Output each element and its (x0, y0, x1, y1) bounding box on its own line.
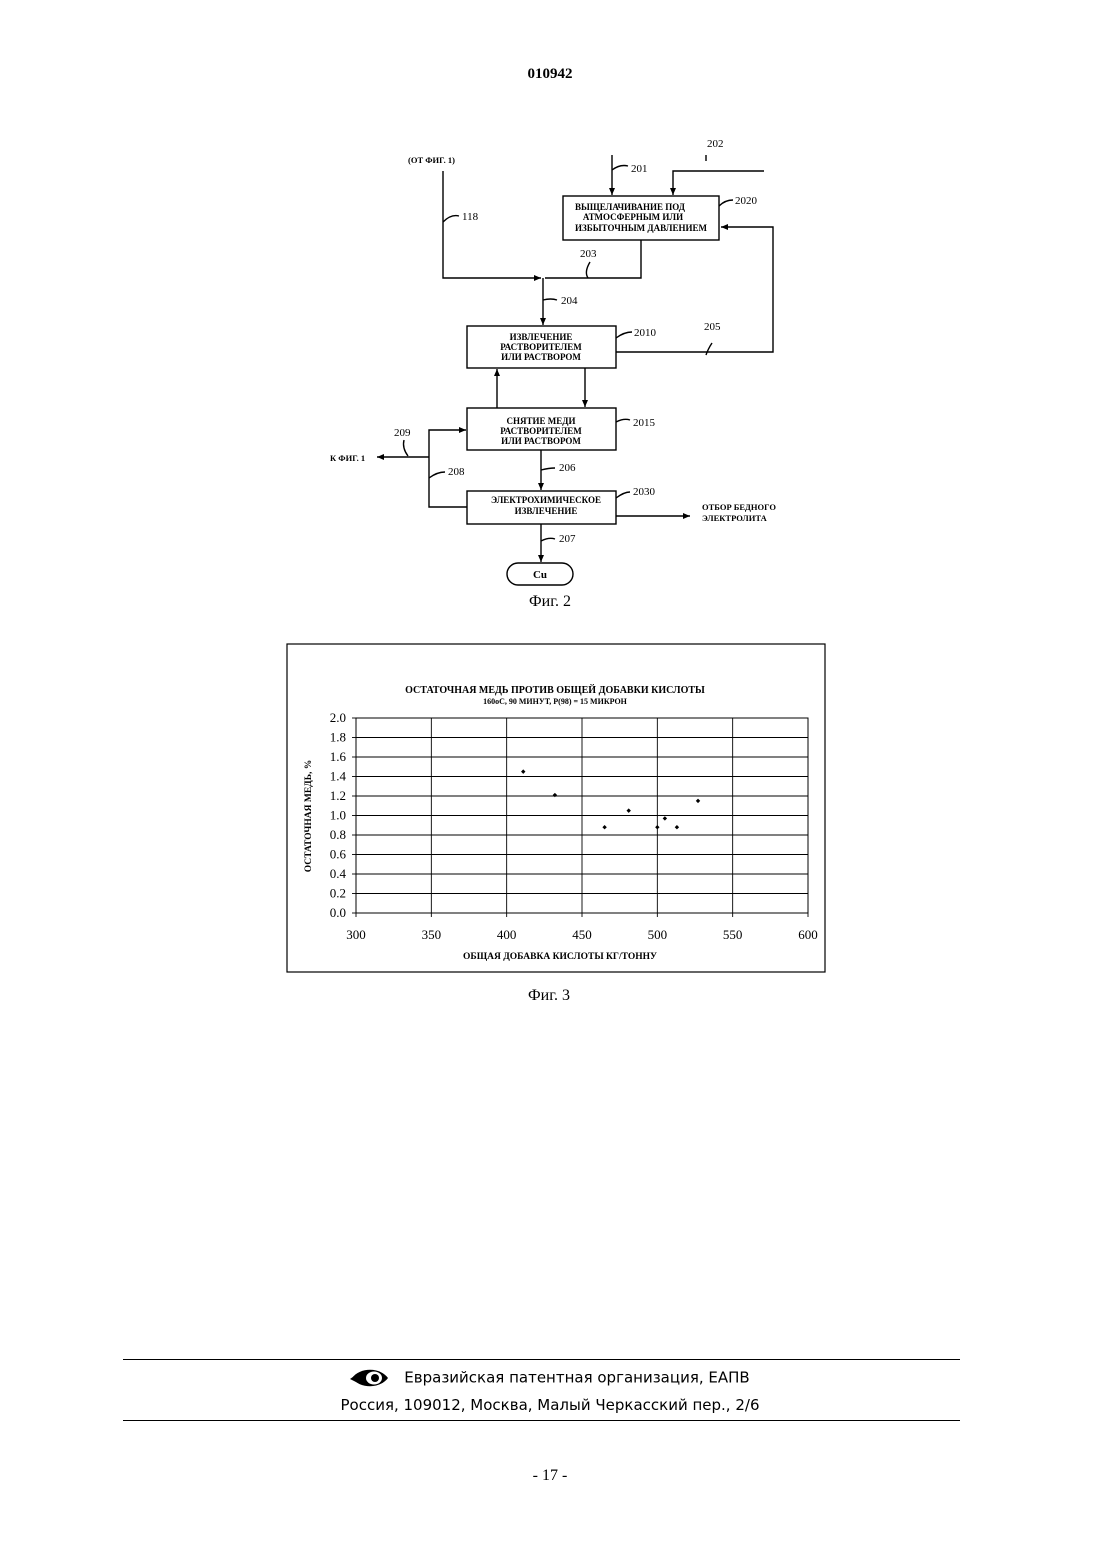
leader-204 (543, 299, 557, 300)
leader-205 (706, 343, 712, 355)
chart-subtitle: 160оС, 90 МИНУТ, P(98) = 15 МИКРОН (483, 697, 628, 706)
leach-box-line-2: АТМОСФЕРНЫМ ИЛИ (583, 212, 683, 222)
data-point (521, 769, 525, 773)
cu-product-label: Cu (533, 569, 547, 581)
electrowinning-box-line-1: ЭЛЕКТРОХИМИЧЕСКОЕ (491, 495, 601, 505)
data-point (655, 825, 659, 829)
lean-electrolyte-label-2: ЭЛЕКТРОЛИТА (702, 513, 768, 523)
ref-2030: 2030 (633, 486, 656, 498)
ref-2020: 2020 (735, 195, 758, 207)
stripping-box-line-3: ИЛИ РАСТВОРОМ (501, 436, 581, 446)
y-tick-label: 0.2 (330, 886, 346, 901)
x-tick-label: 450 (572, 927, 592, 942)
figure-3-caption: Фиг. 3 (489, 987, 609, 1005)
y-tick-label: 1.0 (330, 808, 346, 823)
y-tick-label: 0.8 (330, 827, 346, 842)
ref-202: 202 (707, 138, 724, 150)
from-fig1-label: (ОТ ФИГ. 1) (408, 155, 455, 165)
leader-209 (404, 440, 409, 456)
x-tick-label: 400 (497, 927, 517, 942)
leader-2020 (719, 200, 733, 206)
ref-207: 207 (559, 533, 576, 545)
data-point (602, 825, 606, 829)
y-tick-label: 0.0 (330, 905, 346, 920)
ref-205: 205 (704, 321, 721, 333)
leader-2030 (616, 492, 630, 498)
page-number: - 17 - (0, 1467, 1100, 1485)
ref-2015: 2015 (633, 417, 656, 429)
ref-2010: 2010 (634, 327, 657, 339)
y-tick-label: 1.6 (330, 749, 347, 764)
stream-202 (673, 171, 764, 195)
stream-118 (443, 171, 541, 278)
figure-2-flow-diagram: ВЫЩЕЛАЧИВАНИЕ ПОД АТМОСФЕРНЫМ ИЛИ ИЗБЫТО… (0, 0, 1100, 620)
ref-208: 208 (448, 466, 465, 478)
ref-209: 209 (394, 427, 411, 439)
chart-title: ОСТАТОЧНАЯ МЕДЬ ПРОТИВ ОБЩЕЙ ДОБАВКИ КИС… (405, 684, 705, 696)
footer-address: Россия, 109012, Москва, Малый Черкасский… (0, 1396, 1100, 1414)
lean-electrolyte-label-1: ОТБОР БЕДНОГО (702, 502, 776, 512)
data-point (696, 799, 700, 803)
electrowinning-box-line-2: ИЗВЛЕЧЕНИЕ (515, 506, 578, 516)
ref-204: 204 (561, 295, 578, 307)
stripping-box-line-2: РАСТВОРИТЕЛЕМ (500, 426, 582, 436)
stripping-box-line-1: СНЯТИЕ МЕДИ (507, 416, 576, 426)
x-tick-label: 350 (422, 927, 442, 942)
y-tick-label: 2.0 (330, 710, 346, 725)
y-tick-label: 1.8 (330, 730, 346, 745)
y-tick-label: 1.4 (330, 769, 347, 784)
eapo-eye-logo-icon (350, 1367, 390, 1389)
x-tick-label: 600 (798, 927, 818, 942)
to-fig1-label: К ФИГ. 1 (330, 453, 365, 463)
footer-org-line: Евразийская патентная организация, ЕАПВ (0, 1367, 1100, 1389)
chart-xlabel: ОБЩАЯ ДОБАВКА КИСЛОТЫ КГ/ТОННУ (463, 952, 657, 962)
extraction-box-line-3: ИЛИ РАСТВОРОМ (501, 352, 581, 362)
leader-118 (443, 216, 459, 222)
leader-2015 (616, 419, 630, 422)
leach-box-line-3: ИЗБЫТОЧНЫМ ДАВЛЕНИЕМ (575, 223, 707, 233)
leach-box-line-1: ВЫЩЕЛАЧИВАНИЕ ПОД (575, 202, 686, 212)
x-tick-label: 300 (346, 927, 366, 942)
footer-top-rule (123, 1359, 960, 1360)
leader-201 (612, 166, 628, 171)
leader-208 (429, 472, 445, 478)
chart-ylabel: ОСТАТОЧНАЯ МЕДЬ, % (304, 760, 314, 872)
ref-201: 201 (631, 163, 648, 175)
figure-2-caption: Фиг. 2 (490, 593, 610, 611)
y-tick-label: 0.4 (330, 866, 347, 881)
extraction-box-line-1: ИЗВЛЕЧЕНИЕ (510, 332, 573, 342)
leader-206 (541, 468, 555, 470)
footer-bottom-rule (123, 1420, 960, 1421)
data-point (627, 808, 631, 812)
ref-206: 206 (559, 462, 576, 474)
leader-207 (541, 538, 555, 541)
leader-203 (586, 262, 590, 278)
figure-3-scatter-chart: ОСТАТОЧНАЯ МЕДЬ ПРОТИВ ОБЩЕЙ ДОБАВКИ КИС… (0, 630, 1100, 990)
y-tick-label: 1.2 (330, 788, 346, 803)
x-tick-label: 500 (648, 927, 668, 942)
ref-118: 118 (462, 211, 479, 223)
y-tick-label: 0.6 (330, 847, 347, 862)
x-tick-label: 550 (723, 927, 743, 942)
leader-2010 (616, 332, 632, 338)
ref-203: 203 (580, 248, 597, 260)
data-point (675, 825, 679, 829)
footer-org-text: Евразийская патентная организация, ЕАПВ (404, 1369, 749, 1387)
data-point (663, 816, 667, 820)
data-point (553, 793, 557, 797)
extraction-box-line-2: РАСТВОРИТЕЛЕМ (500, 342, 582, 352)
